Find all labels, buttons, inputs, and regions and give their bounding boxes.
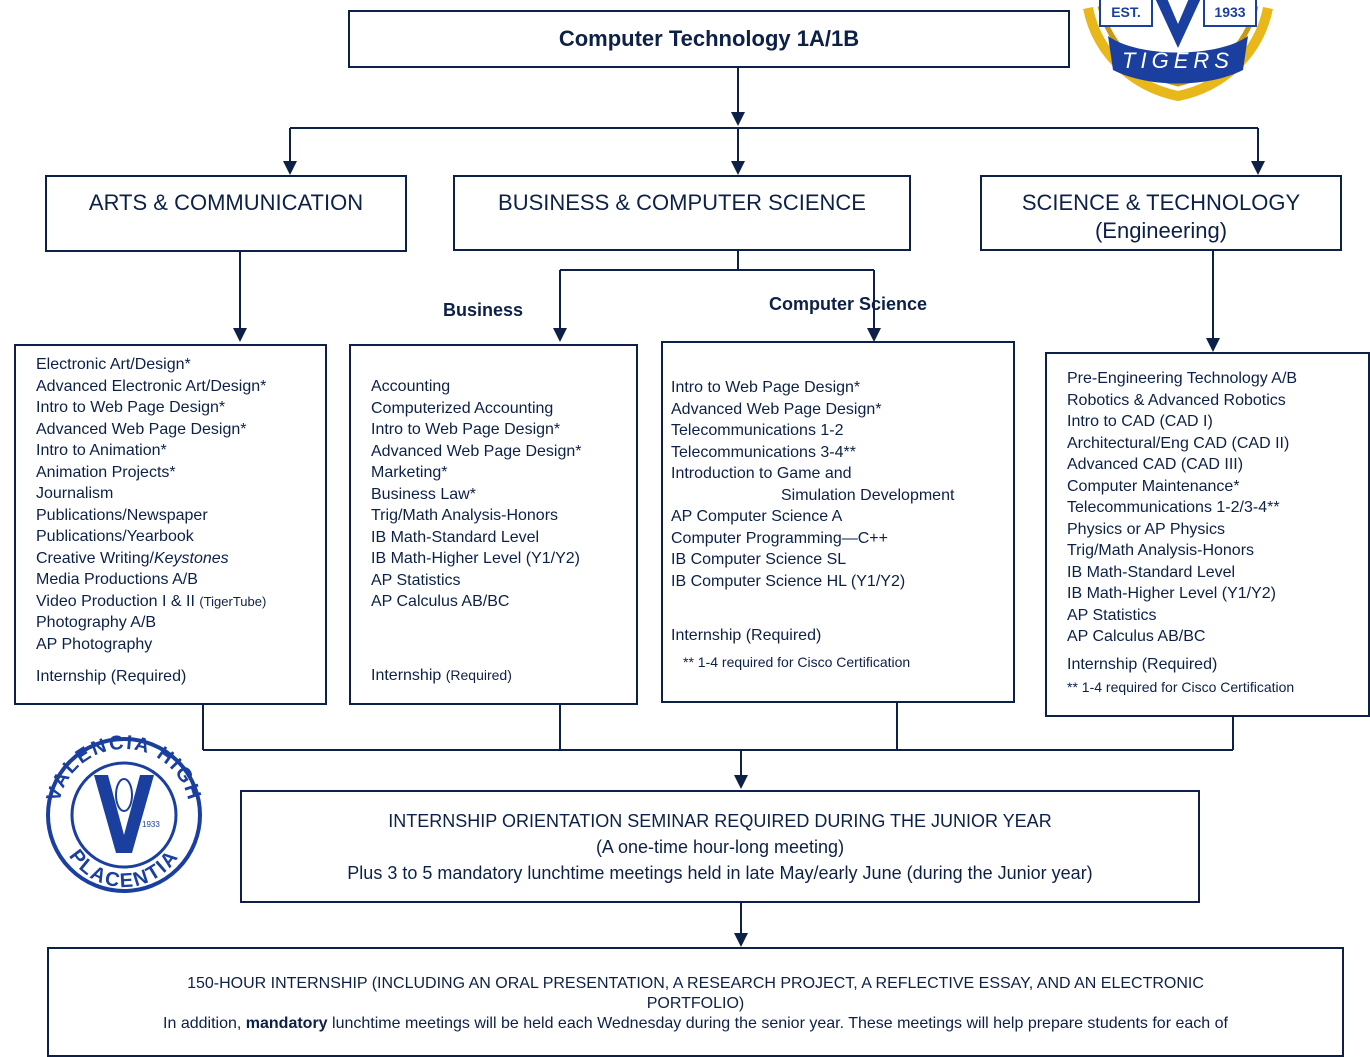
list-item: IB Computer Science SL [671,551,847,568]
list-item: Computerized Accounting [371,399,554,417]
list-item: Creative Writing/Keystones [36,549,229,567]
category-arts-label: ARTS & COMMUNICATION [88,190,364,215]
list-item: Publications/Newspaper [36,506,208,524]
list-item: Advanced Web Page Design* [371,442,582,460]
list-item: Publications/Yearbook [36,528,194,545]
list-item: Computer Programming—C++ [671,529,888,547]
svg-text:1933: 1933 [1214,4,1245,20]
cs-course-list: Intro to Web Page Design* Advanced Web Pa… [661,341,1015,703]
list-item: AP Calculus AB/BC [371,593,510,610]
list-item: Architectural/Eng CAD (CAD II) [1067,434,1290,452]
science-cisco-note: ** 1-4 required for Cisco Certification [1067,679,1295,695]
list-item: AP Computer Science A [671,508,843,525]
list-item: AP Statistics [371,571,461,589]
cs-cisco-note: ** 1-4 required for Cisco Certification [683,653,911,670]
science-internship: Internship (Required) [1067,655,1218,673]
program-title: Computer Technology 1A/1B [348,10,1070,68]
list-item: Business Law* [371,485,476,503]
category-arts: ARTS & COMMUNICATION [45,175,407,252]
internship-box: 150-HOUR INTERNSHIP (INCLUDING AN ORAL P… [47,947,1344,1057]
list-item: Intro to Web Page Design* [371,421,561,438]
tigers-logo: EST. 1933 TIGERS [1083,0,1273,102]
list-item: Intro to Web Page Design* [36,399,226,416]
list-item: Advanced Web Page Design* [36,420,247,438]
list-item: Introduction to Game and [671,465,852,482]
school-seal: VALENCIA HIGH PLACENTIA 1933 [43,735,203,893]
list-item: AP Statistics [1067,606,1157,624]
cs-internship: Internship (Required) [671,627,822,644]
list-item: Simulation Development [781,486,955,504]
list-item: Telecommunications 3-4** [671,443,856,461]
science-course-list: Pre-Engineering Technology A/B Robotics &… [1045,352,1370,717]
list-item: Telecommunications 1-2/3-4** [1067,499,1280,516]
list-item: Advanced CAD (CAD III) [1067,456,1244,473]
list-item: IB Math-Higher Level (Y1/Y2) [371,550,580,567]
svg-text:1933: 1933 [142,820,160,829]
category-business-cs: BUSINESS & COMPUTER SCIENCE [453,175,911,251]
list-item: Advanced Web Page Design* [671,400,882,418]
list-item: Trig/Math Analysis-Honors [1067,542,1255,559]
list-item: Marketing* [371,464,448,481]
list-item: Robotics & Advanced Robotics [1067,391,1286,409]
category-science: SCIENCE & TECHNOLOGY (Engineering) [980,175,1342,251]
list-item: Computer Maintenance* [1067,477,1240,495]
category-science-label: SCIENCE & TECHNOLOGY [1021,190,1301,215]
list-item: AP Calculus AB/BC [1067,628,1206,645]
list-item: Intro to CAD (CAD I) [1067,413,1213,430]
svg-text:TIGERS: TIGERS [1122,48,1234,73]
list-item: Video Production I & II (TigerTube) [36,592,267,610]
internship-line1: 150-HOUR INTERNSHIP (INCLUDING AN ORAL P… [187,975,1204,992]
orientation-line3: Plus 3 to 5 mandatory lunchtime meetings… [347,862,1093,883]
business-internship: Internship (Required) [371,666,512,684]
category-science-sub: (Engineering) [1094,218,1228,243]
list-item: Physics or AP Physics [1067,520,1225,538]
list-item: Trig/Math Analysis-Honors [371,507,559,524]
arts-course-list: Electronic Art/Design* Advanced Electroni… [14,344,327,705]
svg-text:EST.: EST. [1111,4,1141,20]
internship-line2: PORTFOLIO) [646,995,745,1012]
list-item: Electronic Art/Design* [36,356,191,373]
list-item: Animation Projects* [36,463,176,481]
list-item: Accounting [371,378,451,395]
list-item: Telecommunications 1-2 [671,422,844,439]
internship-line3: In addition, mandatory lunchtime meeting… [163,1015,1228,1032]
list-item: Photography A/B [36,614,157,631]
list-item: Intro to Web Page Design* [671,379,861,396]
orientation-line1: INTERNSHIP ORIENTATION SEMINAR REQUIRED … [388,810,1052,831]
orientation-seminar-box: INTERNSHIP ORIENTATION SEMINAR REQUIRED … [240,790,1200,903]
list-item: Journalism [36,485,114,502]
list-item: AP Photography [36,635,153,653]
list-item: Advanced Electronic Art/Design* [36,377,267,395]
list-item: Media Productions A/B [36,571,198,588]
arts-internship: Internship (Required) [36,668,187,685]
list-item: IB Math-Standard Level [1067,563,1236,581]
orientation-line2: (A one-time hour-long meeting) [595,836,845,857]
category-business-cs-label: BUSINESS & COMPUTER SCIENCE [498,190,866,215]
list-item: IB Computer Science HL (Y1/Y2) [671,572,906,590]
list-item: Intro to Animation* [36,442,167,459]
computer-science-sublabel: Computer Science [769,294,928,314]
list-item: IB Math-Higher Level (Y1/Y2) [1067,585,1276,602]
list-item: IB Math-Standard Level [371,528,540,546]
list-item: Pre-Engineering Technology A/B [1067,370,1298,387]
business-sublabel: Business [443,300,524,320]
